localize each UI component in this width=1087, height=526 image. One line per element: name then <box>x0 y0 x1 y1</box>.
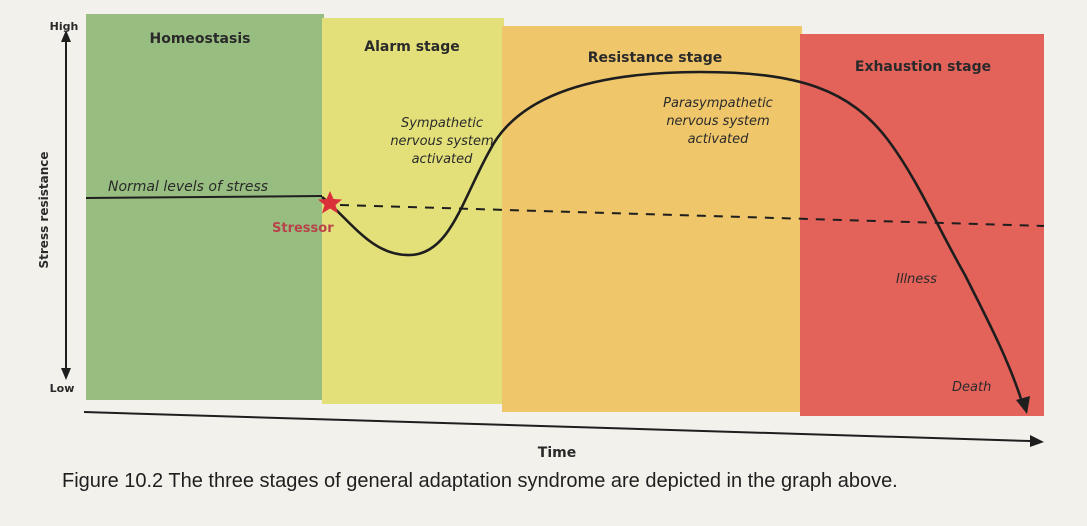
y-axis-arrow-down <box>61 368 71 380</box>
normal-stress-label: Normal levels of stress <box>108 179 268 195</box>
band-homeostasis <box>86 14 324 400</box>
sympathetic-label-line2: nervous system <box>390 134 493 149</box>
stage-title-homeostasis: Homeostasis <box>150 31 251 47</box>
band-alarm <box>322 18 504 404</box>
parasympathetic-label-line1: Parasympathetic <box>663 96 773 111</box>
death-label: Death <box>952 380 991 395</box>
y-axis-arrow-up <box>61 30 71 42</box>
stage-title-exhaustion: Exhaustion stage <box>855 59 991 75</box>
illness-label: Illness <box>896 272 937 287</box>
parasympathetic-label-line2: nervous system <box>666 114 769 129</box>
normal-stress-line <box>85 195 323 199</box>
death-arrow <box>1016 396 1030 414</box>
x-axis-title: Time <box>538 445 576 461</box>
figure-caption: Figure 10.2 The three stages of general … <box>62 470 898 492</box>
y-axis-title: Stress resistance <box>37 152 51 269</box>
stress-curve <box>321 70 1024 403</box>
stressor-star-icon <box>318 191 342 214</box>
baseline-dashed <box>339 204 1045 227</box>
x-axis-arrow <box>1030 435 1044 447</box>
stage-title-resistance: Resistance stage <box>588 50 723 66</box>
band-resistance <box>502 26 802 412</box>
sympathetic-label-line3: activated <box>412 152 474 167</box>
stressor-label: Stressor <box>272 221 334 236</box>
y-axis-high-label: High <box>50 20 79 33</box>
stage-title-alarm: Alarm stage <box>364 39 459 55</box>
parasympathetic-label-line3: activated <box>688 132 750 147</box>
sympathetic-label-line1: Sympathetic <box>401 116 483 131</box>
y-axis-low-label: Low <box>50 382 75 395</box>
x-axis-line <box>83 411 1031 442</box>
